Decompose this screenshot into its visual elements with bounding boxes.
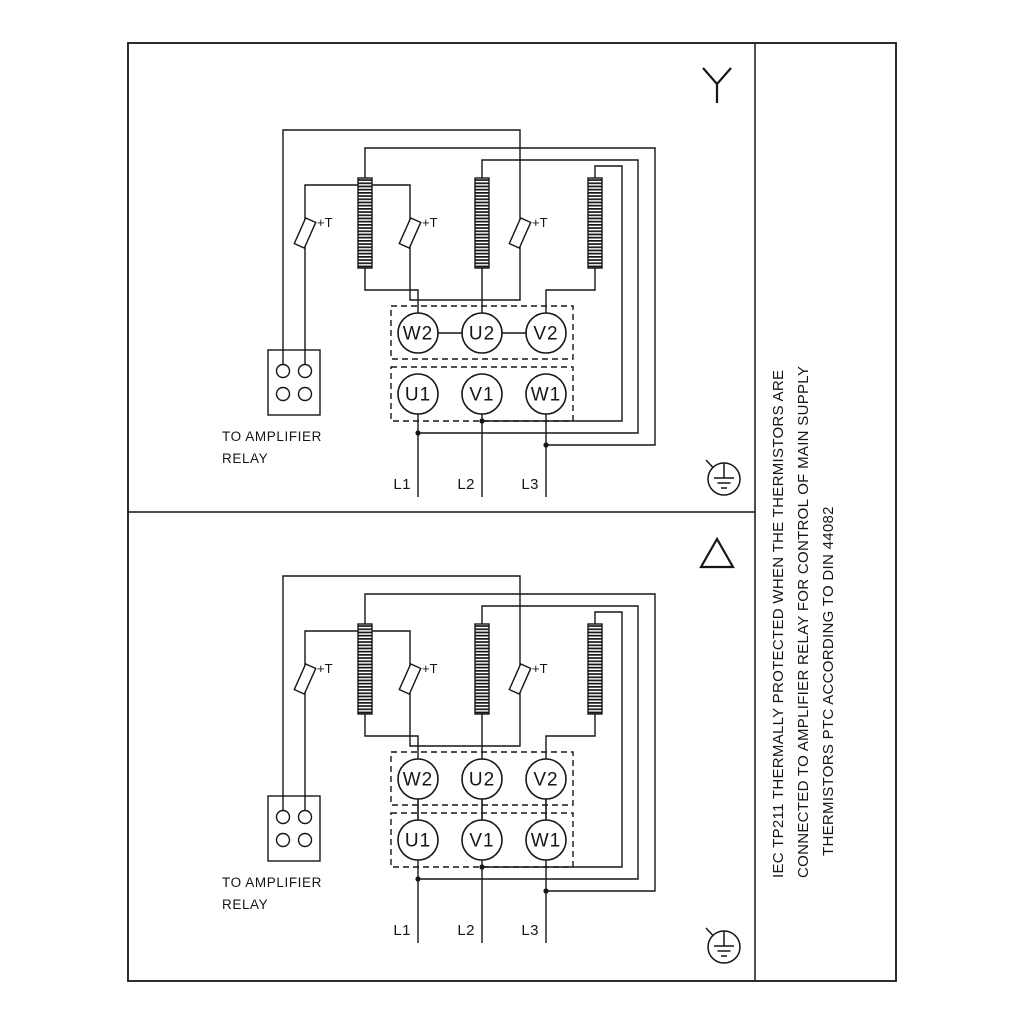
thermistor-label: +T <box>422 661 438 676</box>
thermistor-label: +T <box>422 215 438 230</box>
supply-label-l1: L1 <box>393 476 411 493</box>
delta-icon <box>699 536 735 569</box>
terminal-label-w2: W2 <box>403 770 434 791</box>
supply-label-l3: L3 <box>521 922 539 939</box>
supply-label-l1: L1 <box>393 922 411 939</box>
side-note: IEC TP211 THERMALLY PROTECTED WHEN THE T… <box>770 366 837 878</box>
supply-label-l3: L3 <box>521 476 539 493</box>
terminal-label-w2: W2 <box>403 324 434 345</box>
terminal-label-v2: V2 <box>533 324 558 345</box>
delta-bridge-links <box>417 799 547 820</box>
side-note-line-2: CONNECTED TO AMPLIFIER RELAY FOR CONTROL… <box>795 366 812 878</box>
thermistor-label: +T <box>532 661 548 676</box>
supply-label-l2: L2 <box>457 922 475 939</box>
side-note-line-1: IEC TP211 THERMALLY PROTECTED WHEN THE T… <box>770 370 787 878</box>
terminal-label-w1: W1 <box>531 831 562 852</box>
thermistor-label: +T <box>317 215 333 230</box>
relay-caption-line2: RELAY <box>222 897 268 912</box>
delta-section: +T +T +T W2 U2 V2 U1 V1 W1 L1 L2 L3 TO A… <box>222 536 741 964</box>
relay-caption-line2: RELAY <box>222 451 268 466</box>
supply-label-l2: L2 <box>457 476 475 493</box>
terminal-label-w1: W1 <box>531 385 562 406</box>
terminal-label-v2: V2 <box>533 770 558 791</box>
thermistor-label: +T <box>317 661 333 676</box>
terminal-label-v1: V1 <box>469 385 494 406</box>
terminal-label-u2: U2 <box>469 770 495 791</box>
terminal-label-u1: U1 <box>405 831 431 852</box>
terminal-label-v1: V1 <box>469 831 494 852</box>
wye-icon <box>702 67 732 103</box>
terminal-label-u1: U1 <box>405 385 431 406</box>
relay-caption-line1: TO AMPLIFIER <box>222 875 322 890</box>
side-note-line-3: THERMISTORS PTC ACCORDING TO DIN 44082 <box>820 506 837 856</box>
relay-caption-line1: TO AMPLIFIER <box>222 429 322 444</box>
terminal-label-u2: U2 <box>469 324 495 345</box>
star-section: +T +T +T W2 U2 V2 U1 V1 W1 L1 L2 L3 TO A… <box>222 67 741 498</box>
thermistor-label: +T <box>532 215 548 230</box>
